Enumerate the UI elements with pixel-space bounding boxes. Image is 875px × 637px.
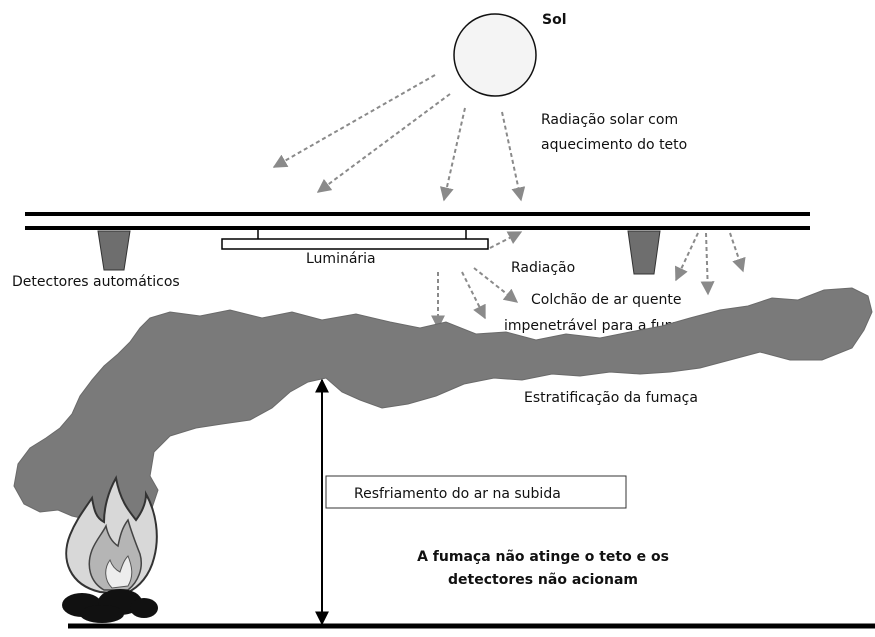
luminaire-label: Luminária (306, 251, 376, 267)
hot-air-label-line1: Colchão de ar quente (531, 292, 681, 308)
sun-icon (453, 13, 537, 97)
detectors-label: Detectores automáticos (12, 274, 180, 290)
smoke-plume (13, 287, 873, 543)
cooling-label-box (325, 475, 627, 509)
radiation-label: Radiação (511, 260, 575, 276)
solar-radiation-label-line2: aquecimento do teto (541, 137, 687, 153)
detector-right-icon (627, 230, 661, 275)
fire-icon (65, 475, 158, 596)
solar-ray (272, 74, 436, 168)
solar-radiation-arrows (272, 74, 526, 202)
sun-label: Sol (542, 12, 567, 28)
conclusion-line1: A fumaça não atinge o teto e os (417, 549, 669, 565)
luminaire (221, 230, 489, 250)
solar-ray (439, 107, 466, 202)
solar-ray (316, 93, 451, 193)
conclusion-line2: detectores não acionam (448, 572, 638, 588)
solar-ray (501, 111, 526, 202)
detector-left-icon (97, 230, 131, 271)
firewood-icon (62, 589, 158, 623)
stratification-label: Estratificação da fumaça (524, 390, 698, 406)
cooling-label: Resfriamento do ar na subida (354, 486, 561, 502)
ceiling-radiation-arrows-right (675, 232, 746, 296)
ceiling-radiation-arrows-center (431, 231, 523, 330)
solar-radiation-label-line1: Radiação solar com (541, 112, 678, 128)
